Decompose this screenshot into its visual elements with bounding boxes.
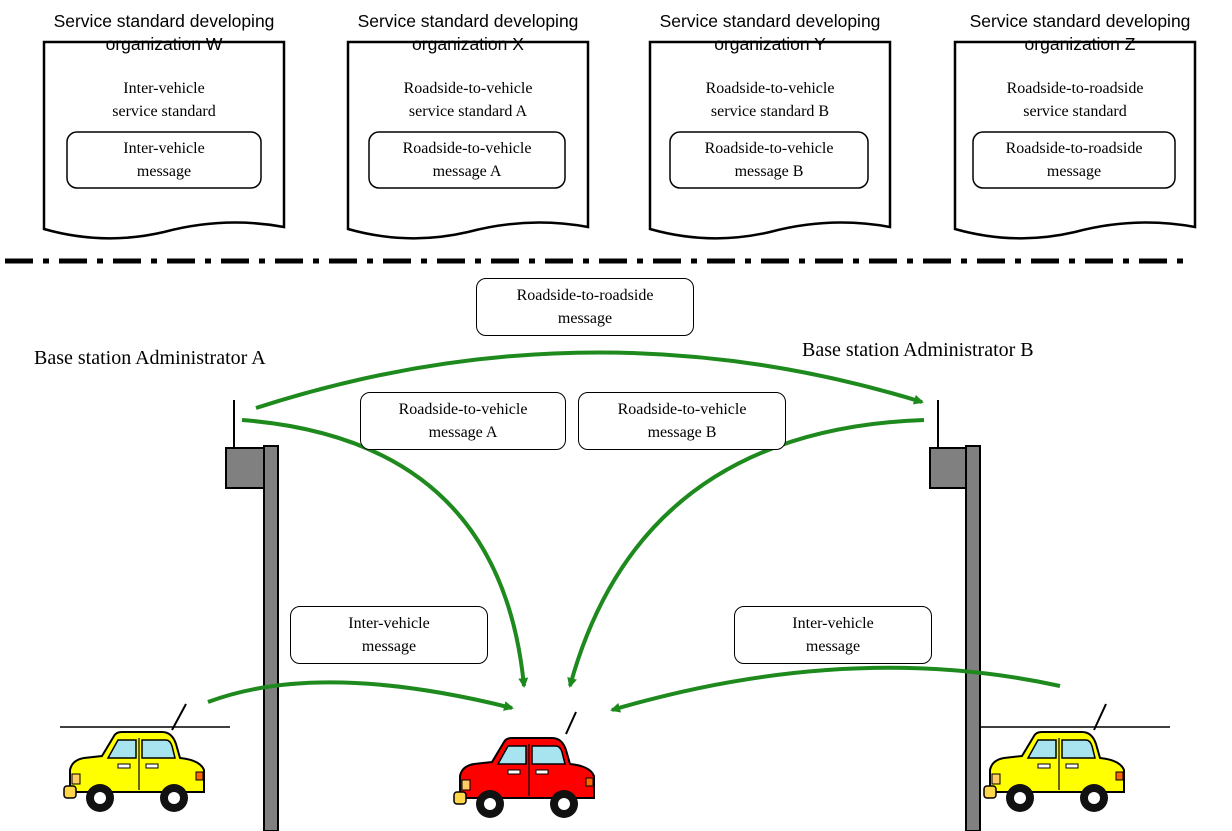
doc-standard-line2: service standard B (710, 103, 830, 120)
bubble-line2: message A (428, 424, 498, 441)
doc-message-line1: Inter-vehicle (123, 140, 205, 157)
org-title-line1: Service standard developing (659, 11, 881, 31)
org-title-line1: Service standard developing (53, 11, 275, 31)
org-title-line2: organization W (105, 34, 223, 54)
bubble-rtv-a: Roadside-to-vehicle message A (360, 392, 566, 450)
org-title-x: Service standard developing organization… (318, 10, 618, 56)
doc-message-line2: message A (432, 163, 502, 180)
org-title-line2: organization Z (1024, 34, 1136, 54)
arrow-a-to-center (241, 418, 529, 688)
doc-standard-line2: service standard (1023, 103, 1127, 120)
arrow-left-car-to-center (207, 680, 514, 711)
doc-message-line2: message B (734, 163, 804, 180)
org-title-y: Service standard developing organization… (620, 10, 920, 56)
doc-message-y: Roadside-to-vehicle message B (670, 137, 868, 183)
doc-standard-line1: Roadside-to-vehicle (705, 80, 835, 97)
org-title-z: Service standard developing organization… (930, 10, 1230, 56)
bubble-line2: message B (647, 424, 717, 441)
document-shape-x (346, 40, 590, 240)
org-title-line2: organization Y (714, 34, 826, 54)
admin-label-b: Base station Administrator B (802, 339, 1034, 361)
document-shape-y (648, 40, 892, 240)
doc-standard-line2: service standard A (408, 103, 528, 120)
pole-a (225, 400, 279, 831)
doc-message-x: Roadside-to-vehicle message A (369, 137, 565, 183)
bubble-line1: Roadside-to-vehicle (398, 401, 528, 418)
doc-standard-w: Inter-vehicle service standard (44, 77, 284, 123)
doc-standard-x: Roadside-to-vehicle service standard A (348, 77, 588, 123)
doc-standard-line1: Roadside-to-vehicle (403, 80, 533, 97)
bubble-rtv-b: Roadside-to-vehicle message B (578, 392, 786, 450)
arrow-a-to-b (255, 350, 924, 410)
doc-message-line1: Roadside-to-vehicle (402, 140, 532, 157)
admin-label-a: Base station Administrator A (34, 347, 266, 369)
doc-message-w: Inter-vehicle message (67, 137, 261, 183)
doc-standard-line1: Inter-vehicle (123, 80, 205, 97)
arrow-right-car-to-center (610, 665, 1061, 713)
doc-message-line2: message (1046, 163, 1102, 180)
arrow-b-to-center (567, 418, 925, 688)
doc-standard-line1: Roadside-to-roadside (1006, 80, 1144, 97)
doc-standard-z: Roadside-to-roadside service standard (955, 77, 1195, 123)
bubble-line1: Inter-vehicle (348, 615, 430, 632)
bubble-line1: Roadside-to-vehicle (617, 401, 747, 418)
doc-message-line1: Roadside-to-vehicle (704, 140, 834, 157)
car-center-red (453, 737, 595, 819)
doc-message-z: Roadside-to-roadside message (973, 137, 1175, 183)
bubble-line2: message (557, 310, 613, 327)
bubble-roadside-to-roadside: Roadside-to-roadside message (476, 278, 694, 336)
doc-message-line2: message (136, 163, 192, 180)
doc-standard-y: Roadside-to-vehicle service standard B (650, 77, 890, 123)
doc-message-line1: Roadside-to-roadside (1005, 140, 1143, 157)
bubble-line2: message (361, 638, 417, 655)
org-title-line1: Service standard developing (969, 11, 1191, 31)
bubble-line1: Roadside-to-roadside (516, 287, 654, 304)
bubble-line1: Inter-vehicle (792, 615, 874, 632)
org-title-line2: organization X (412, 34, 524, 54)
document-shape-w (42, 40, 286, 240)
doc-standard-line2: service standard (112, 103, 216, 120)
org-title-line1: Service standard developing (357, 11, 579, 31)
document-shape-z (953, 40, 1197, 240)
org-title-w: Service standard developing organization… (14, 10, 314, 56)
bubble-inter-vehicle-right: Inter-vehicle message (734, 606, 932, 664)
car-right-yellow (983, 731, 1125, 813)
bubble-inter-vehicle-left: Inter-vehicle message (290, 606, 488, 664)
bubble-line2: message (805, 638, 861, 655)
pole-b (929, 400, 981, 831)
car-left-yellow (63, 731, 205, 813)
